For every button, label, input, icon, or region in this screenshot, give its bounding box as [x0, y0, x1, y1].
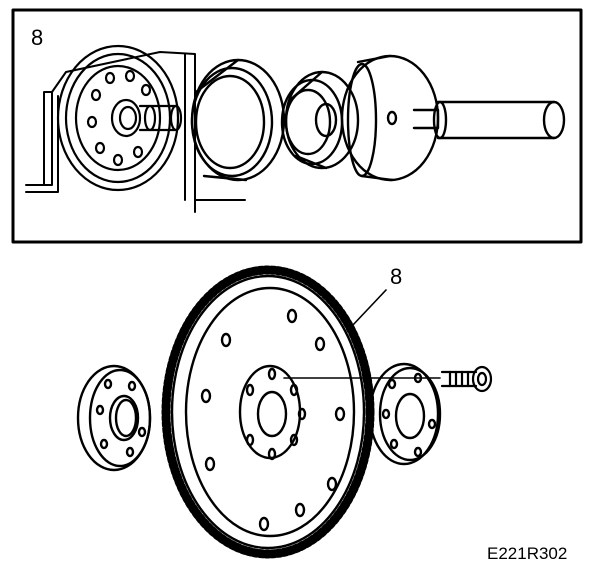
flange-bolt-hole — [94, 141, 106, 155]
seal-ring — [190, 58, 286, 182]
plate-hole — [127, 380, 137, 392]
top-panel-callout: 8 — [31, 25, 43, 50]
bottom-assembly-callout: 8 — [390, 264, 402, 289]
flange-bolt-hole — [132, 145, 144, 159]
flywheel-hole — [200, 388, 212, 404]
flywheel-hole — [294, 502, 306, 518]
plate-hole — [413, 446, 423, 458]
top-panel-frame — [11, 8, 583, 244]
plate-hole — [413, 372, 423, 384]
flange-bolt-hole — [104, 71, 116, 85]
mounting-tool — [340, 54, 566, 182]
hub-hole — [267, 447, 277, 461]
hub-hole — [267, 367, 277, 381]
guide-pin — [138, 104, 183, 132]
plate-hole — [389, 438, 399, 450]
tool-hole — [386, 110, 398, 126]
plate-hole — [95, 404, 105, 416]
plate-hole — [125, 446, 135, 458]
bolt — [440, 365, 493, 393]
flywheel-hole — [334, 406, 346, 422]
hub-hole — [245, 433, 255, 447]
hub-hole — [289, 383, 299, 397]
flange-bolt-hole — [140, 83, 152, 97]
bottom-assembly: 8 — [76, 264, 567, 563]
flywheel-hole — [220, 332, 232, 348]
hub-hole — [297, 407, 307, 421]
flywheel-hole — [286, 308, 298, 324]
flange-bolt-hole — [90, 88, 102, 102]
flywheel-hole — [204, 456, 216, 472]
plate-hole — [381, 408, 391, 420]
hub-hole — [289, 433, 299, 447]
callout-leader — [351, 289, 387, 327]
figure-code: E221R302 — [487, 544, 567, 563]
crankshaft-flange — [56, 44, 180, 192]
right-washer-plate — [368, 362, 442, 466]
top-panel: 8 — [11, 8, 583, 244]
left-washer-plate — [76, 364, 152, 472]
flange-bolt-hole — [112, 153, 124, 167]
plate-hole — [137, 426, 147, 438]
spacer-ring — [280, 70, 360, 170]
plate-hole — [387, 378, 397, 390]
flywheel-hole — [326, 476, 338, 492]
flywheel-hole — [258, 516, 270, 532]
flange-bolt-hole — [124, 69, 136, 83]
plate-hole — [427, 418, 437, 430]
hub-hole — [245, 383, 255, 397]
ring-gear-teeth — [161, 265, 375, 559]
plate-hole — [99, 438, 109, 450]
flange-bolt-hole — [86, 115, 98, 129]
plate-hole — [103, 378, 113, 390]
flywheel — [161, 265, 375, 559]
flywheel-hole — [314, 336, 326, 352]
